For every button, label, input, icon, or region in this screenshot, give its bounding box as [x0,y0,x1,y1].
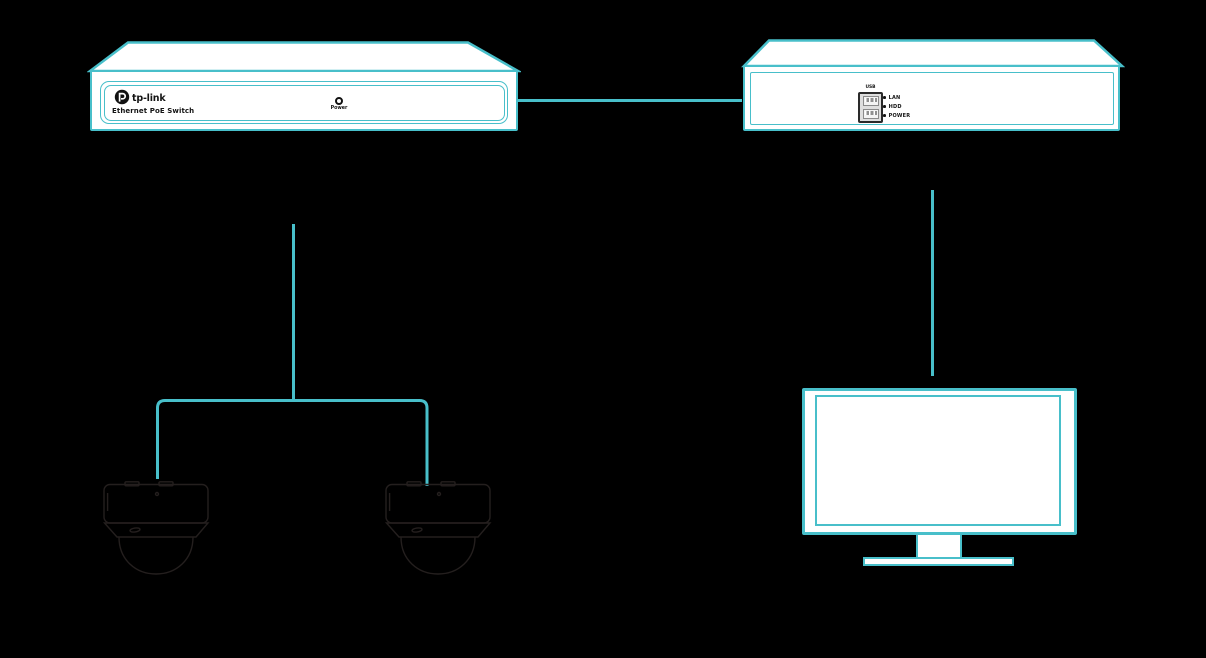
nvr-led-power: POWER [883,112,911,119]
led-label: HDD [888,103,902,110]
led-label: LAN [888,94,901,101]
led-dot-icon [883,114,886,117]
nvr-led-hdd: HDD [883,103,910,110]
tp-link-logo-icon [114,89,130,105]
switch-panel-inner [103,84,505,121]
nvr-panel [749,71,1114,125]
usb-label: USB [865,85,876,90]
nvr-top-face [741,39,1125,68]
monitor-base [863,557,1014,566]
nvr-led-list: LAN HDD POWER [883,94,911,119]
monitor-screen [815,395,1061,526]
dome-camera-1 [103,481,210,575]
nvr-led-lan: LAN [883,94,910,101]
usb-port-icon [862,108,879,119]
dome-camera-2 [385,481,492,575]
power-led-icon [335,97,343,105]
switch-model-label: Ethernet PoE Switch [112,107,195,115]
power-led-label: Power [330,106,348,111]
monitor-body [802,388,1077,535]
led-dot-icon [883,96,886,99]
led-label: POWER [888,112,911,119]
switch-top-face [87,41,521,73]
led-dot-icon [883,105,886,108]
usb-port-icon [862,96,879,107]
switch-brand-label: tp-link [132,93,166,104]
cable-camera-branch [156,399,429,486]
usb-ports-icon [858,92,883,123]
